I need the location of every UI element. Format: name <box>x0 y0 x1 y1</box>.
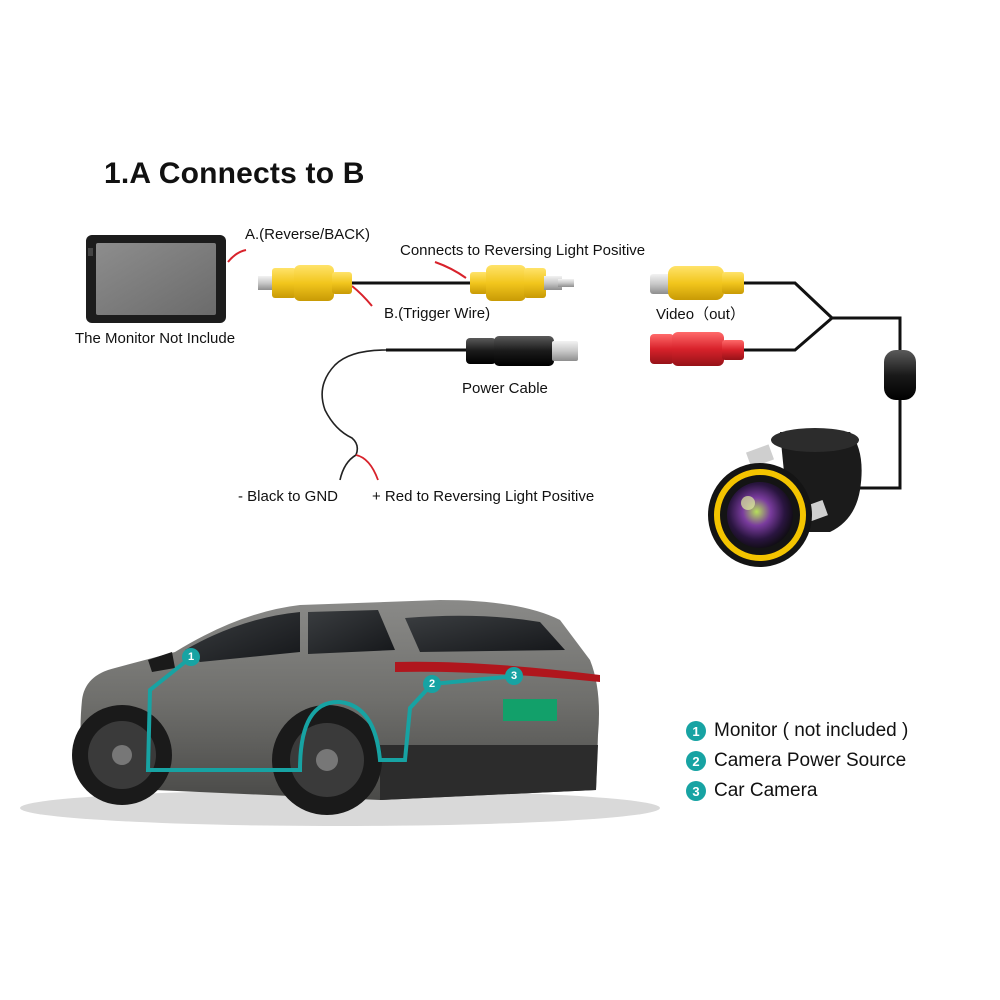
camera-icon <box>708 428 862 567</box>
route-marker-2: 2 <box>423 675 441 693</box>
label-power-cable: Power Cable <box>462 380 548 397</box>
legend-item-car-camera: 3 Car Camera <box>686 780 908 802</box>
label-video-out: Video（out） <box>656 306 745 323</box>
rca-plug-left-icon <box>258 265 352 301</box>
legend-text: Monitor ( not included ) <box>714 720 909 741</box>
rca-plug-middle-icon <box>470 265 574 301</box>
car-illustration <box>20 600 660 826</box>
route-marker-3: 3 <box>505 667 523 685</box>
label-monitor-note: The Monitor Not Include <box>75 330 236 347</box>
rca-video-female-icon <box>650 266 744 300</box>
label-b-trigger: B.(Trigger Wire) <box>384 305 491 322</box>
legend-text: Car Camera <box>714 780 818 801</box>
legend-text: Camera Power Source <box>714 750 907 771</box>
label-red-reversing: + Red to Reversing Light Positive <box>372 488 595 505</box>
label-black-gnd: - Black to GND <box>238 488 339 505</box>
power-plug-icon <box>466 336 578 366</box>
ferrite-bead-icon <box>884 350 916 400</box>
monitor-icon <box>86 235 226 323</box>
license-plate <box>503 699 557 721</box>
power-red-female-icon <box>650 332 744 366</box>
route-line <box>145 656 516 772</box>
legend-item-monitor: 1 Monitor ( not included ) <box>686 720 908 742</box>
legend-number-badge: 2 <box>686 751 706 771</box>
legend-number-badge: 1 <box>686 721 706 741</box>
page-title: 1.A Connects to B <box>104 157 365 190</box>
route-marker-1: 1 <box>182 648 200 666</box>
label-connects-reversing: Connects to Reversing Light Positive <box>400 242 646 259</box>
legend: 1 Monitor ( not included ) 2 Camera Powe… <box>686 720 908 802</box>
legend-item-power-source: 2 Camera Power Source <box>686 750 908 772</box>
label-a-reverse: A.(Reverse/BACK) <box>245 226 371 243</box>
legend-number-badge: 3 <box>686 781 706 801</box>
